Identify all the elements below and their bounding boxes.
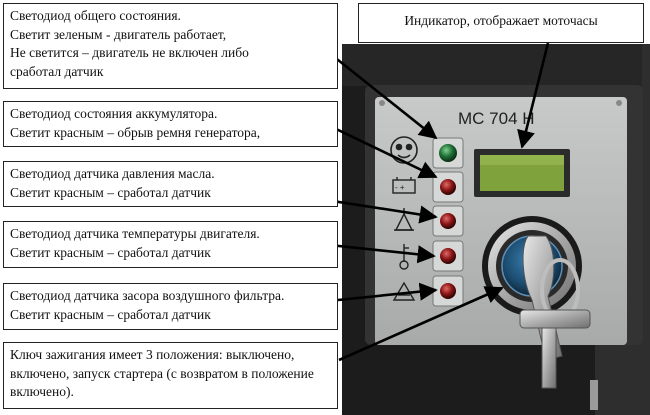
ignition-key[interactable]: [519, 235, 598, 410]
callout-line: Не светится – двигатель не включен либо: [10, 45, 249, 60]
callout-line: Светит красным – сработал датчик: [10, 184, 211, 200]
callout-oil-pressure-led: Светодиод датчика давления масла. Светит…: [3, 161, 338, 207]
led-column: [432, 137, 464, 307]
callout-text: Ключ зажигания имеет 3 положения: выключ…: [10, 347, 314, 399]
callout-line: Светит красным – сработал датчик: [10, 244, 211, 260]
callout-line: Светодиод общего состояния.: [10, 8, 181, 23]
callout-line: Светит зеленым - двигатель работает,: [10, 26, 227, 42]
general-status-led: [439, 144, 457, 162]
callout-air-filter-led: Светодиод датчика засора воздушного филь…: [3, 283, 338, 330]
callout-battery-led: Светодиод состояния аккумулятора. Светит…: [3, 101, 338, 147]
engine-temperature-led: [440, 248, 456, 264]
battery-led: [440, 179, 456, 195]
callout-line: Светодиод состояния аккумулятора.: [10, 106, 218, 121]
model-label: МС 704 Н: [458, 109, 535, 128]
callout-line: Светодиод датчика температуры двигателя.: [10, 226, 260, 241]
callout-hour-meter: Индикатор, отображает моточасы: [358, 3, 644, 43]
oil-pressure-led: [440, 213, 456, 229]
callout-line: Светит красным – сработал датчик: [10, 306, 211, 322]
callout-ignition-key: Ключ зажигания имеет 3 положения: выключ…: [3, 342, 338, 409]
callout-engine-temperature-led: Светодиод датчика температуры двигателя.…: [3, 221, 338, 268]
callout-line: сработал датчик: [10, 63, 104, 79]
panel-face: [375, 97, 627, 345]
callout-general-status-led: Светодиод общего состояния. Светит зелен…: [3, 3, 338, 89]
callout-line: Светодиод датчика засора воздушного филь…: [10, 288, 285, 303]
callout-text: Индикатор, отображает моточасы: [404, 13, 598, 28]
callout-line: Светит красным – обрыв ремня генератора,: [10, 124, 261, 140]
callout-line: Светодиод датчика давления масла.: [10, 166, 215, 181]
air-filter-led: [440, 283, 456, 299]
svg-text:- +: - +: [395, 183, 405, 192]
